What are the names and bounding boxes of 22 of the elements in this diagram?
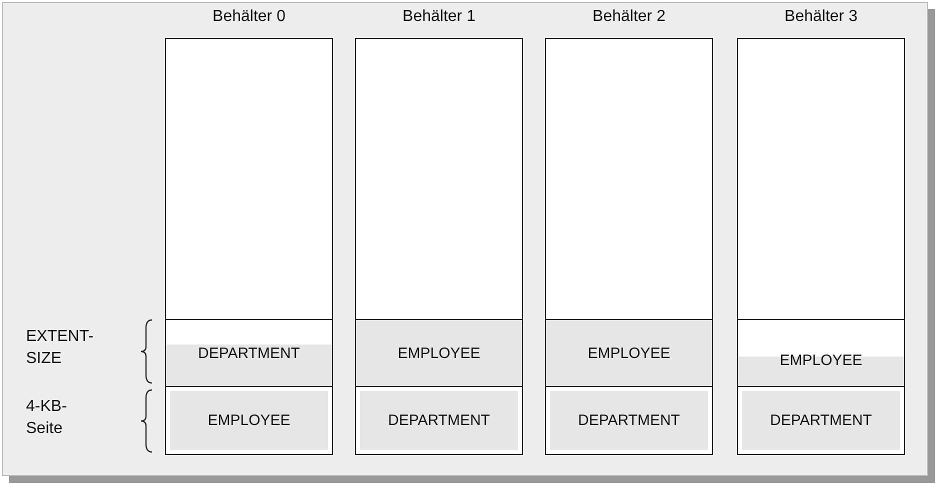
extent-block <box>546 319 712 386</box>
extent-block <box>356 319 522 386</box>
container-title: Behälter 2 <box>592 8 666 26</box>
container-box <box>165 38 333 455</box>
container-box <box>545 38 713 455</box>
container-title: Behälter 3 <box>784 8 858 26</box>
extent-block <box>738 319 904 386</box>
table-name: EMPLOYEE <box>398 344 480 362</box>
table-name: DEPARTMENT <box>388 412 490 429</box>
container-box <box>355 38 523 455</box>
table-name: DEPARTMENT <box>770 412 872 429</box>
table-name: EMPLOYEE <box>208 412 290 429</box>
table-name: EMPLOYEE <box>588 344 670 362</box>
extent-block <box>166 319 332 386</box>
container-box <box>737 38 905 455</box>
container-title: Behälter 0 <box>212 8 286 26</box>
container-title: Behälter 1 <box>402 8 476 26</box>
row-label: EXTENT-SIZE <box>26 327 95 369</box>
row-label: 4-KB-Seite <box>26 397 68 439</box>
table-name: EMPLOYEE <box>780 352 862 368</box>
table-name: DEPARTMENT <box>578 412 680 429</box>
table-name: DEPARTMENT <box>198 344 300 362</box>
